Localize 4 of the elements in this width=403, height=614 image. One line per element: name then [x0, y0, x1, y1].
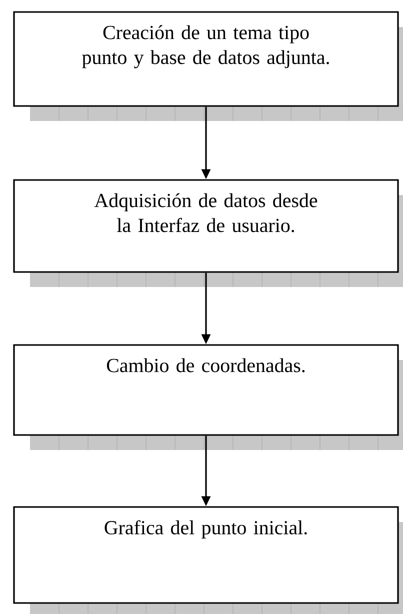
process-box: Creación de un tema tipo punto y base de datos adjunta. [13, 11, 403, 122]
process-box: Adquisición de datos desde la Interfaz de usuario. [13, 179, 403, 288]
process-box: Cambio de coordenadas. [13, 344, 403, 450]
process-box: Grafica del punto inicial. [13, 506, 403, 614]
